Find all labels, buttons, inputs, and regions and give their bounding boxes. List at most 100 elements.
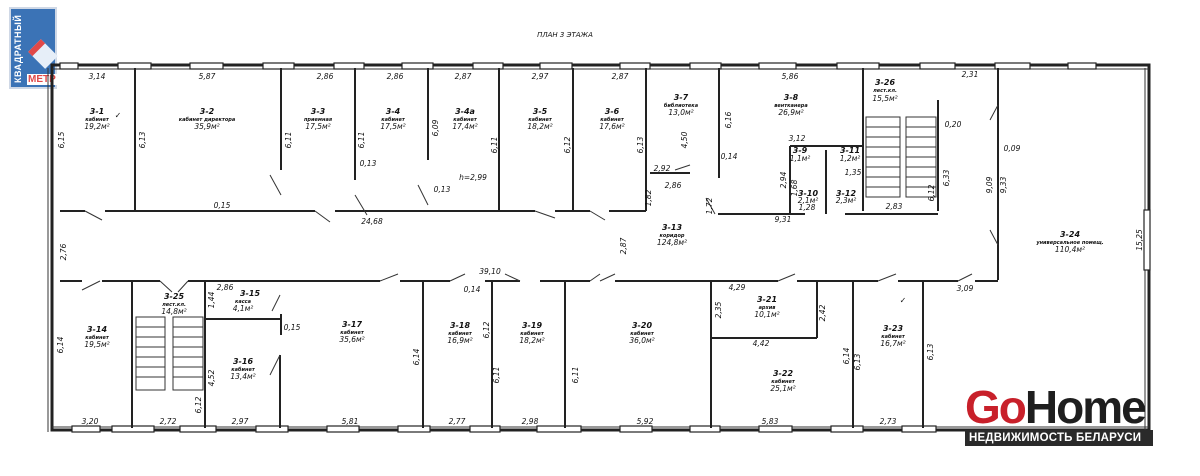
svg-text:5,86: 5,86 (782, 72, 799, 81)
svg-text:13,0м²: 13,0м² (668, 108, 693, 117)
svg-text:лест.кл.: лест.кл. (873, 88, 897, 94)
svg-text:15,25: 15,25 (1135, 229, 1144, 251)
svg-text:0,15: 0,15 (214, 201, 231, 210)
svg-text:кабинет: кабинет (453, 116, 478, 123)
svg-text:касса: касса (235, 299, 252, 305)
svg-text:2,42: 2,42 (818, 304, 827, 321)
partition-walls (60, 68, 999, 428)
svg-text:кабинет: кабинет (85, 116, 110, 123)
svg-text:0,14: 0,14 (721, 152, 738, 161)
svg-text:18,2м²: 18,2м² (519, 336, 544, 345)
room-3-9: 3-91,1м² (790, 146, 811, 163)
svg-text:коридор: коридор (660, 233, 685, 239)
svg-text:2,86: 2,86 (387, 72, 404, 81)
svg-text:3-11: 3-11 (840, 146, 860, 155)
svg-text:кабинет: кабинет (600, 116, 625, 123)
svg-text:6,11: 6,11 (492, 367, 501, 384)
svg-text:2,31: 2,31 (962, 70, 979, 79)
svg-text:кабинет: кабинет (85, 334, 110, 341)
svg-text:4,52: 4,52 (207, 369, 216, 386)
svg-text:3-15: 3-15 (240, 289, 260, 298)
svg-text:0,20: 0,20 (945, 120, 962, 129)
svg-text:2,86: 2,86 (317, 72, 334, 81)
svg-text:16,7м²: 16,7м² (880, 339, 905, 348)
svg-text:3-2: 3-2 (200, 107, 215, 116)
svg-text:6,11: 6,11 (571, 367, 580, 384)
logo-text-bottom: МЕТР (27, 74, 57, 85)
svg-text:2,1м²: 2,1м² (798, 196, 819, 205)
svg-text:110,4м²: 110,4м² (1055, 245, 1085, 254)
svg-text:5,83: 5,83 (762, 417, 779, 426)
svg-text:0,13: 0,13 (434, 185, 451, 194)
svg-text:3-22: 3-22 (773, 369, 793, 378)
svg-text:3,12: 3,12 (789, 134, 806, 143)
svg-text:9,09: 9,09 (985, 176, 994, 193)
svg-text:2,77: 2,77 (449, 417, 466, 426)
svg-text:6,13: 6,13 (138, 131, 147, 148)
svg-text:1,1м²: 1,1м² (790, 154, 811, 163)
svg-text:кабинет: кабинет (630, 330, 655, 337)
svg-text:124,8м²: 124,8м² (657, 238, 687, 247)
svg-text:1,44: 1,44 (207, 291, 216, 308)
svg-text:1,35: 1,35 (845, 168, 862, 177)
logo-home: Home (1024, 381, 1147, 433)
svg-text:3-21: 3-21 (757, 295, 777, 304)
svg-text:5,81: 5,81 (342, 417, 359, 426)
svg-text:6,13: 6,13 (926, 343, 935, 360)
dimensions-vertical: 6,15 6,13 6,11 6,11 6,09 6,11 6,12 6,13 … (56, 111, 1144, 413)
svg-text:4,42: 4,42 (753, 339, 770, 348)
svg-text:17,5м²: 17,5м² (380, 122, 405, 131)
svg-text:кабинет: кабинет (528, 116, 553, 123)
svg-text:17,5м²: 17,5м² (305, 122, 330, 131)
svg-text:6,33: 6,33 (942, 169, 951, 186)
svg-text:✓: ✓ (115, 111, 122, 120)
svg-text:3-19: 3-19 (522, 321, 542, 330)
svg-text:1,72: 1,72 (705, 197, 714, 214)
svg-text:35,6м²: 35,6м² (339, 335, 364, 344)
svg-text:2,72: 2,72 (160, 417, 177, 426)
svg-text:6,09: 6,09 (431, 119, 440, 136)
room-3-10: 3-102,1м² (798, 189, 819, 205)
svg-text:2,3м²: 2,3м² (836, 196, 857, 205)
svg-text:15,5м²: 15,5м² (872, 94, 897, 103)
svg-text:3,09: 3,09 (957, 284, 974, 293)
svg-text:17,4м²: 17,4м² (452, 122, 477, 131)
gohome-subtitle: НЕДВИЖИМОСТЬ БЕЛАРУСИ (965, 430, 1153, 446)
room-3-12: 3-122,3м² (836, 189, 857, 205)
svg-text:1,28: 1,28 (799, 203, 816, 212)
svg-text:35,9м²: 35,9м² (194, 122, 219, 131)
svg-text:5,87: 5,87 (199, 72, 216, 81)
svg-text:2,83: 2,83 (886, 202, 903, 211)
svg-text:36,0м²: 36,0м² (629, 336, 654, 345)
svg-text:приемная: приемная (304, 117, 333, 123)
svg-text:3-6: 3-6 (605, 107, 620, 116)
svg-text:6,12: 6,12 (194, 396, 203, 413)
svg-text:6,12: 6,12 (927, 184, 936, 201)
svg-text:2,87: 2,87 (619, 237, 628, 254)
svg-text:6,12: 6,12 (563, 136, 572, 153)
gohome-wordmark: GoHome (965, 384, 1155, 430)
svg-text:2,76: 2,76 (59, 243, 68, 260)
svg-text:кабинет: кабинет (231, 366, 256, 373)
svg-text:6,11: 6,11 (490, 137, 499, 154)
svg-text:2,73: 2,73 (880, 417, 897, 426)
svg-text:6,11: 6,11 (284, 132, 293, 149)
room-3-11: 3-111,2м² (840, 146, 861, 163)
svg-text:2,94: 2,94 (779, 171, 788, 188)
